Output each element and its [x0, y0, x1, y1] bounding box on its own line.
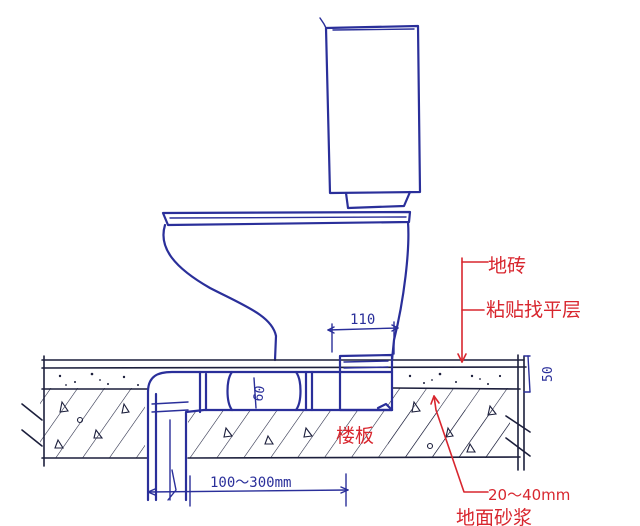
offset-distance-label: 100～300mm — [210, 475, 291, 491]
pipe-size-label: 110 — [350, 312, 375, 328]
leveling-thickness-label: 50 — [541, 366, 556, 382]
toilet-bowl — [161, 210, 412, 362]
floor-tile-label: 地砖 — [488, 255, 526, 277]
bonding-leveling-layer-label: 粘贴找平层 — [486, 299, 581, 321]
mortar-callout: 20～40mm 地面砂浆 — [430, 395, 570, 526]
bonding-layer-callout: 粘贴找平层 — [461, 299, 581, 321]
pipe-depth-label: 60 — [251, 385, 268, 403]
pipe-depth-dimension: 60 — [251, 377, 269, 409]
bottom-note-label: 地面砂浆 — [456, 507, 532, 526]
offset-dimension: 100～300mm — [147, 473, 349, 507]
pipe-size-dimension: 110 — [327, 312, 399, 355]
floor-slab-hatching — [40, 388, 510, 458]
toilet-tank — [319, 17, 422, 210]
drain-pipe — [146, 353, 394, 502]
leveling-layer-texture — [58, 372, 502, 386]
mortar-thickness-label: 20～40mm — [488, 486, 570, 504]
floor-slab-label: 楼板 — [336, 425, 374, 447]
leveling-thickness-dimension: 50 — [523, 355, 556, 393]
